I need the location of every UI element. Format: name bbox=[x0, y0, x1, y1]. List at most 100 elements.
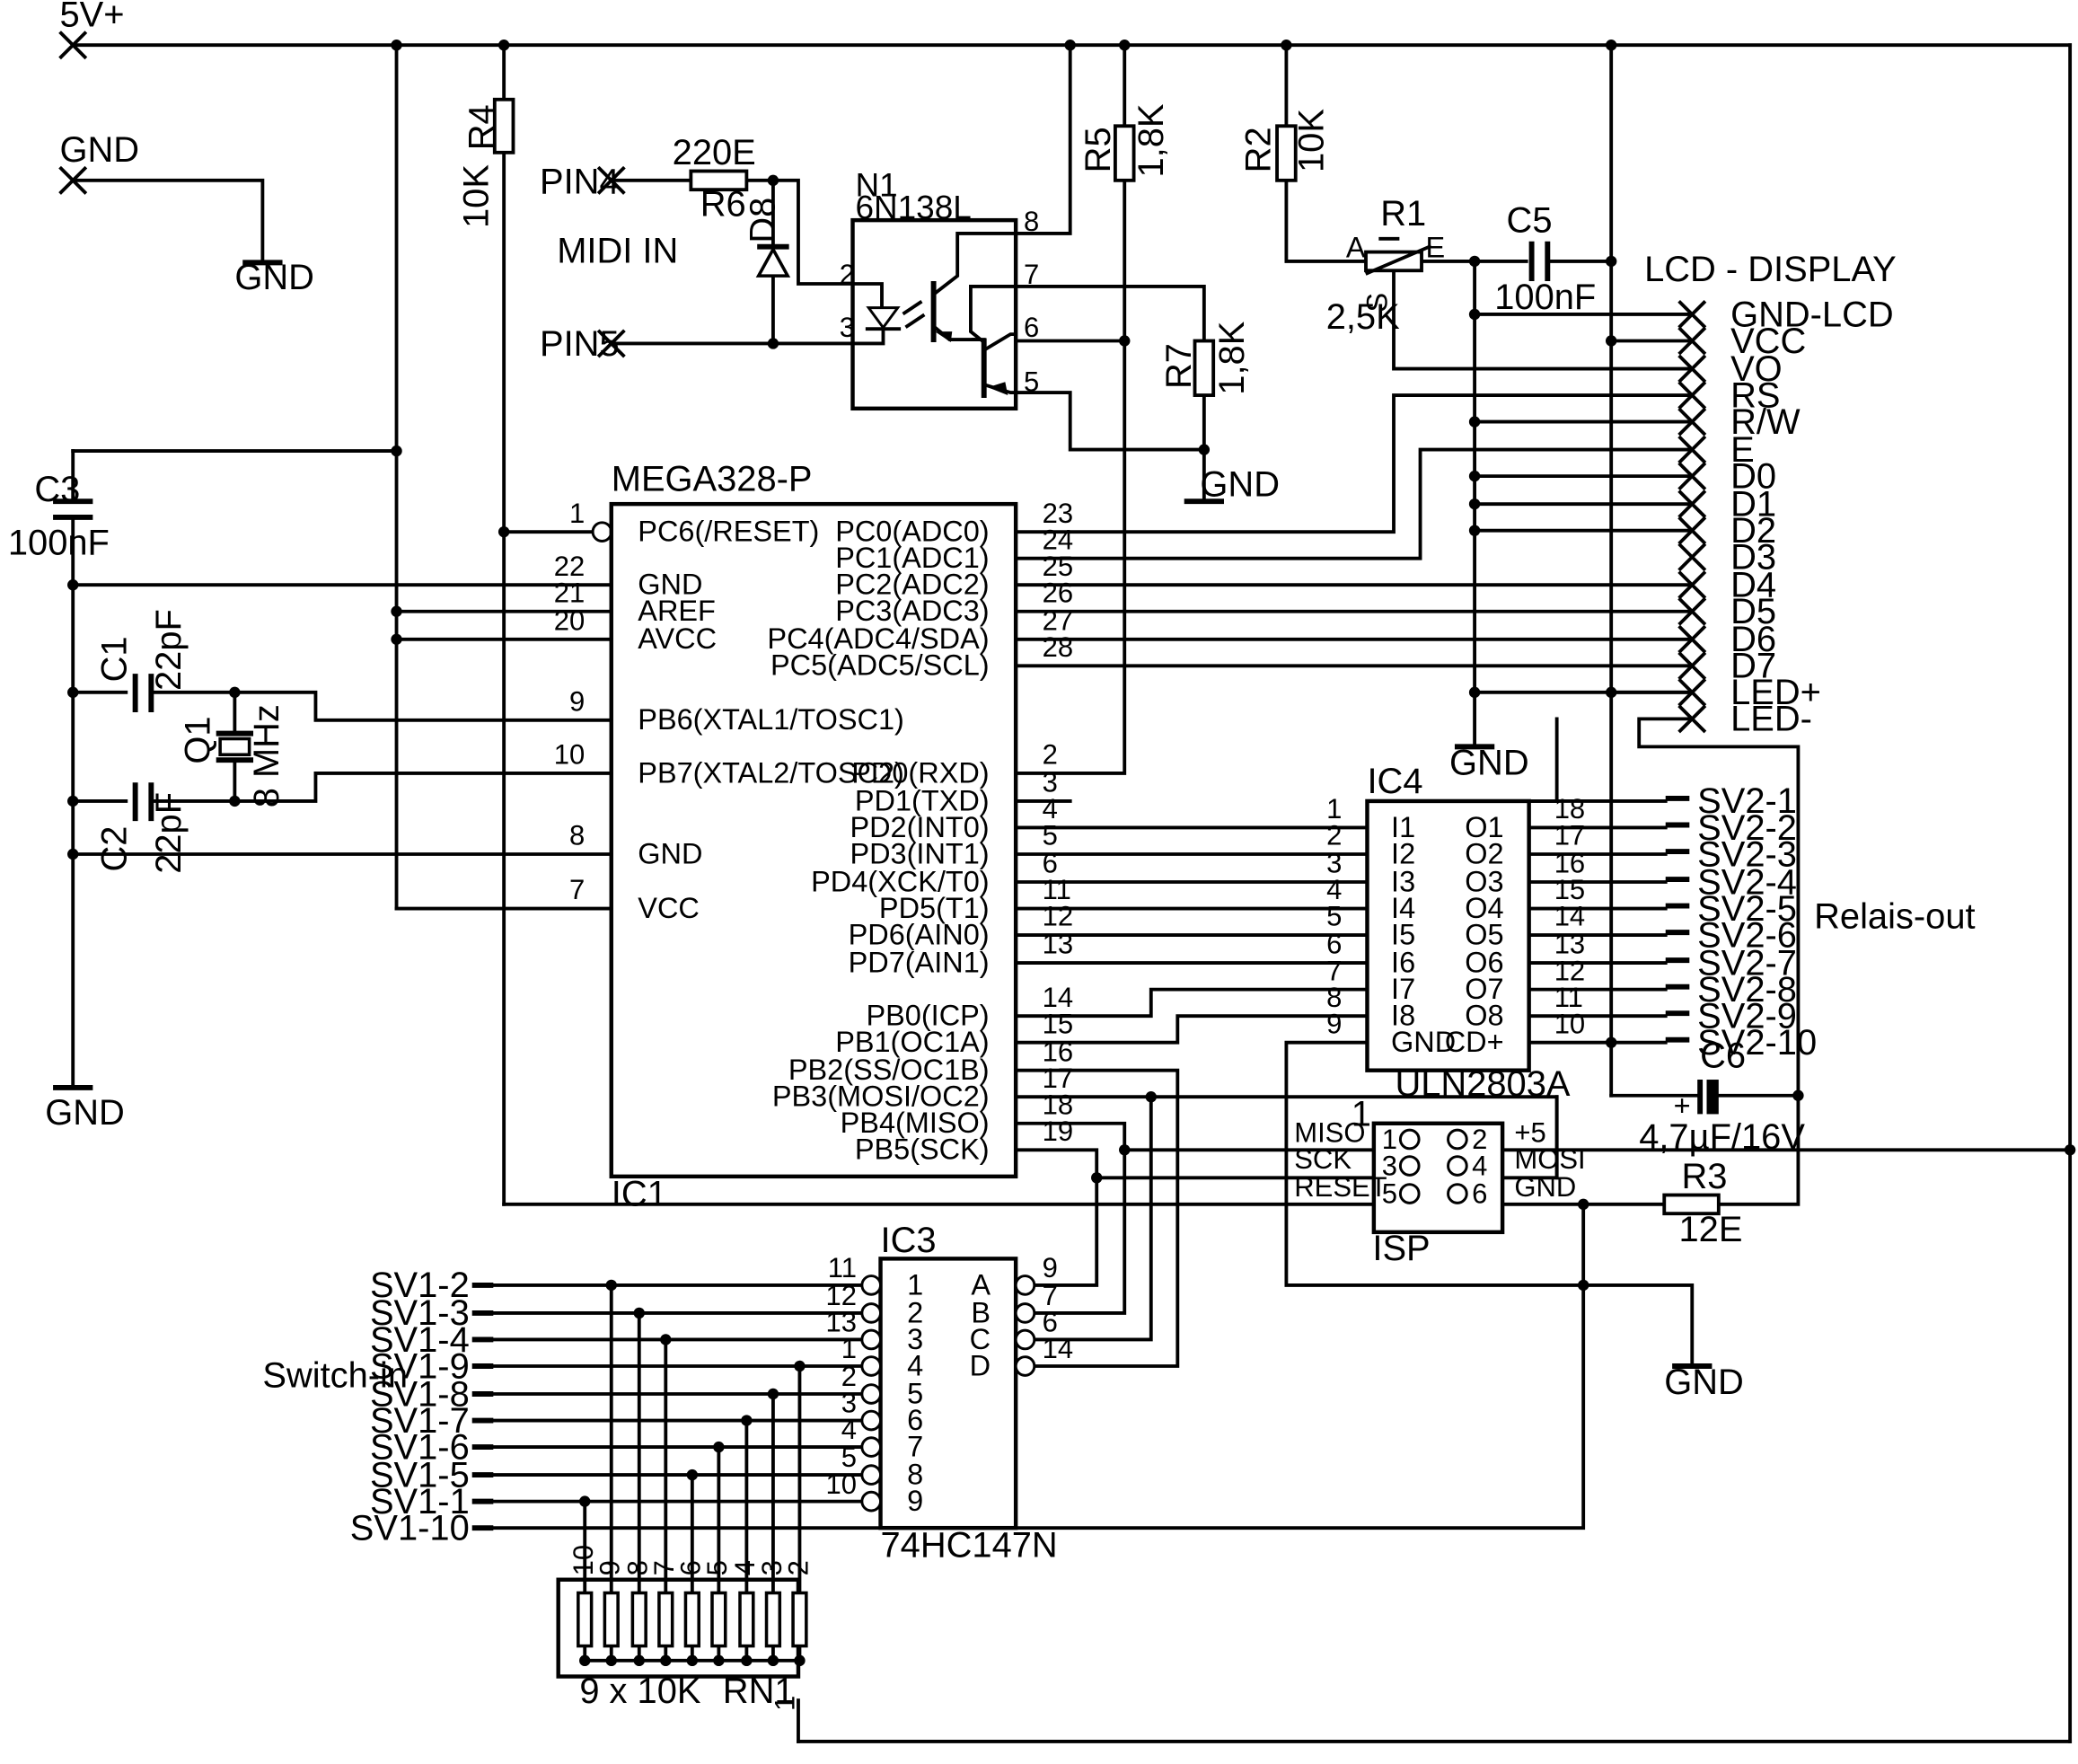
junction-dot bbox=[713, 1441, 725, 1453]
rn1-resistor-element bbox=[710, 1591, 727, 1648]
ic3-left-pin-number: 5 bbox=[841, 1442, 857, 1473]
ic3-body bbox=[878, 1257, 1018, 1530]
junction-dot bbox=[391, 40, 402, 51]
pb4-miso-wire bbox=[1014, 1121, 1376, 1152]
pin-inverter-bubble bbox=[1014, 1302, 1036, 1324]
n1-light-arrow bbox=[902, 300, 923, 316]
junction-dot bbox=[229, 686, 241, 699]
isp-pin-pad bbox=[1398, 1155, 1421, 1177]
n1-led-triangle bbox=[866, 306, 901, 331]
junction-dot bbox=[686, 1654, 699, 1667]
n1-pin5-gnd-wire bbox=[1014, 391, 1206, 452]
junction-dot bbox=[1064, 40, 1076, 51]
ic1-right-pin-number: 16 bbox=[1043, 1036, 1073, 1067]
lcd-pin-terminal bbox=[1677, 570, 1707, 600]
ic1-left-pin-name: PB7(XTAL2/TOSC2) bbox=[638, 756, 904, 789]
relais-pin-sv2-1: SV2-1 bbox=[1697, 781, 1797, 821]
relais-pin-sv2-5: SV2-5 bbox=[1697, 889, 1797, 929]
n1-pin-7: 7 bbox=[1024, 259, 1039, 290]
relais-pin-sv2-9: SV2-9 bbox=[1697, 996, 1797, 1036]
ic4-left-pin-number: 2 bbox=[1326, 820, 1342, 851]
r1-pin-e: E bbox=[1425, 231, 1445, 263]
component-symbols bbox=[53, 31, 1721, 1679]
wiring bbox=[71, 43, 2073, 1743]
n1-light-arrow bbox=[904, 313, 926, 329]
pin-inverter-bubble bbox=[1014, 1328, 1036, 1351]
rn1-resistor-element bbox=[657, 1591, 674, 1648]
c6-plate-right bbox=[1706, 1080, 1719, 1115]
gnd-label-top: GND bbox=[234, 258, 314, 297]
ic4-left-pin-name: I3 bbox=[1391, 865, 1415, 897]
r6-resistor bbox=[689, 169, 749, 192]
junction-dot bbox=[1145, 1091, 1157, 1103]
ic4-left-pin-name: I8 bbox=[1391, 999, 1415, 1031]
switch-pin-sv1-8: SV1-8 bbox=[370, 1374, 470, 1414]
d8-ref: D8 bbox=[743, 198, 782, 243]
ic4-right-pin-name: O7 bbox=[1465, 973, 1503, 1005]
n1-pin-5: 5 bbox=[1024, 366, 1039, 398]
lcd-pin-led-: LED+ bbox=[1730, 673, 1821, 712]
junction-dot bbox=[1605, 1036, 1617, 1048]
ic4-right-pin-number: 15 bbox=[1554, 874, 1585, 905]
junction-dot bbox=[67, 795, 79, 807]
lcd-pin-terminal bbox=[1677, 435, 1707, 464]
lcd-pin-terminal bbox=[1677, 542, 1707, 572]
ic4-left-pin-name: I1 bbox=[1391, 811, 1415, 843]
junction-dot bbox=[1605, 335, 1617, 347]
n1-pin-3: 3 bbox=[840, 312, 855, 343]
ic3-right-pin-number: 6 bbox=[1043, 1307, 1058, 1338]
ic1-right-pin-number: 2 bbox=[1043, 739, 1058, 771]
ic1-right-pin-number: 15 bbox=[1043, 1008, 1073, 1039]
ic1-right-pin-name: PD0(RXD) bbox=[851, 756, 989, 789]
lcd-pin-terminal bbox=[1677, 299, 1707, 329]
q1-value: 8 MHz bbox=[247, 704, 286, 807]
ic1-right-pin-number: 17 bbox=[1043, 1063, 1073, 1094]
junction-dot bbox=[1605, 40, 1617, 51]
ic4-right-pin-name: O2 bbox=[1465, 837, 1503, 869]
isp-left-pin-number: 5 bbox=[1382, 1177, 1397, 1209]
rn1-resistor-element bbox=[630, 1591, 647, 1648]
ic1-left-pin-name: AREF bbox=[638, 595, 716, 627]
c3-ref: C3 bbox=[34, 470, 80, 509]
rn1-resistor-element bbox=[603, 1591, 620, 1648]
rn1-resistor-element bbox=[764, 1591, 782, 1648]
ic4-right-pin-name: CD+ bbox=[1445, 1026, 1504, 1058]
ic1-right-pin-number: 12 bbox=[1043, 901, 1073, 932]
pin5-label: PIN5 bbox=[540, 324, 620, 364]
rn1-resistor-element bbox=[791, 1591, 808, 1648]
rxd-wire bbox=[1014, 178, 1127, 775]
switch-pin-sv1-1: SV1-1 bbox=[370, 1482, 470, 1521]
ic3-left-pin-number: 4 bbox=[841, 1414, 857, 1445]
lcd-pin-vcc: VCC bbox=[1730, 322, 1806, 361]
pin-inverter-bubble bbox=[860, 1490, 883, 1513]
ic4-left-pin-number: 8 bbox=[1326, 982, 1342, 1013]
n1-led-cathode bbox=[850, 327, 885, 346]
junction-dot bbox=[794, 1360, 806, 1372]
junction-dot bbox=[605, 1654, 617, 1667]
pin-inverter-bubble bbox=[860, 1383, 883, 1405]
pin-inverter-bubble bbox=[860, 1436, 883, 1458]
lcd-pin-terminal bbox=[1677, 651, 1707, 681]
junction-dot bbox=[660, 1334, 672, 1345]
switch-pin-sv1-7: SV1-7 bbox=[370, 1401, 470, 1441]
ic1-right-pin-number: 24 bbox=[1043, 524, 1073, 555]
ic1-name: MEGA328-P bbox=[612, 459, 813, 498]
junction-dot bbox=[67, 579, 79, 591]
ic1-left-pin-name: PC6(/RESET) bbox=[638, 515, 819, 547]
junction-dot bbox=[1468, 255, 1481, 268]
ic1-ref: IC1 bbox=[612, 1174, 667, 1213]
lcd-pin-e: E bbox=[1730, 430, 1755, 470]
junction-dot bbox=[391, 605, 402, 617]
r5-value: 1,8K bbox=[1131, 103, 1171, 177]
rn1-resistor-element bbox=[683, 1591, 700, 1648]
c1-ref: C1 bbox=[94, 636, 134, 682]
relais-pin-sv2-2: SV2-2 bbox=[1697, 808, 1797, 848]
lcd-pin-d2: D2 bbox=[1730, 511, 1776, 551]
ic1-right-pin-name: PC1(ADC1) bbox=[835, 542, 989, 574]
relais-pin-sv2-4: SV2-4 bbox=[1697, 862, 1797, 902]
isp-pin-pad bbox=[1447, 1183, 1468, 1204]
r1-variable-arrow bbox=[1364, 244, 1432, 276]
uln-gnd-wire bbox=[1284, 1040, 1586, 1287]
lcd-pin-terminal bbox=[1677, 624, 1707, 654]
